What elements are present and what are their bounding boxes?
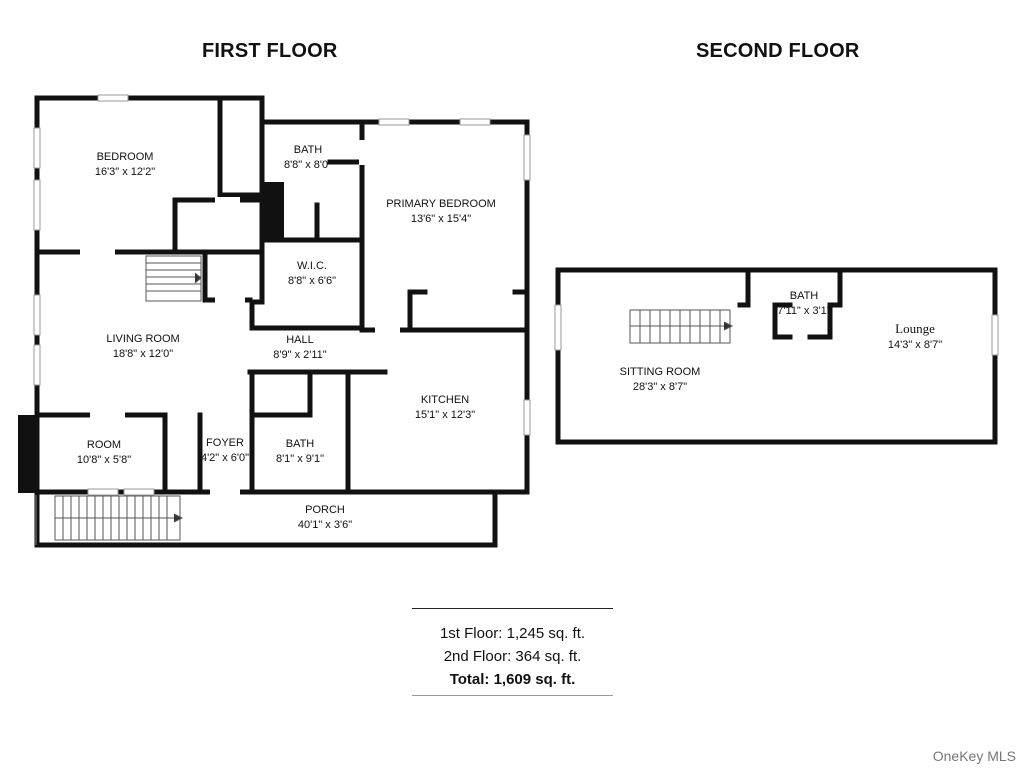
- hall-name: HALL: [286, 334, 314, 346]
- second-floor-stairs: [629, 309, 734, 344]
- area-totals: 1st Floor: 1,245 sq. ft. 2nd Floor: 364 …: [412, 608, 613, 696]
- bath-lower-dim: 8'1" x 9'1": [275, 453, 325, 465]
- foyer-label: FOYER 4'2" x 6'0": [201, 436, 249, 466]
- primary-bedroom-name: PRIMARY BEDROOM: [386, 198, 496, 210]
- wic-dim: 8'8" x 6'6": [287, 275, 337, 287]
- bath-second-dim: 7'11" x 3'1": [777, 305, 831, 317]
- first-floor-stairs: [145, 255, 202, 302]
- second-floor-title: SECOND FLOOR: [696, 40, 860, 62]
- bath-lower-name: BATH: [285, 438, 315, 450]
- windows: [33, 94, 531, 496]
- bedroom-name: BEDROOM: [96, 151, 154, 163]
- living-room-label: LIVING ROOM 18'8" x 12'0": [106, 332, 179, 362]
- room-name: ROOM: [86, 439, 122, 451]
- first-floor-area: 1st Floor: 1,245 sq. ft.: [439, 625, 586, 642]
- hall-dim: 8'9" x 2'11": [273, 349, 327, 361]
- wic-label: W.I.C. 8'8" x 6'6": [288, 259, 336, 289]
- totals-top-rule: [412, 608, 613, 609]
- wic-name: W.I.C.: [297, 260, 327, 272]
- kitchen-name: KITCHEN: [420, 394, 470, 406]
- second-floor-walls: [555, 267, 998, 445]
- room-dim: 10'8" x 5'8": [76, 454, 132, 466]
- sitting-room-label: SITTING ROOM 28'3" x 8'7": [620, 365, 701, 395]
- foyer-dim: 4'2" x 6'0": [200, 452, 250, 464]
- room-label: ROOM 10'8" x 5'8": [77, 438, 131, 468]
- bath-second-name: BATH: [789, 290, 819, 302]
- sitting-room-name: SITTING ROOM: [619, 366, 701, 378]
- bedroom-label: BEDROOM 16'3" x 12'2": [95, 150, 155, 180]
- bedroom-dim: 16'3" x 12'2": [94, 166, 156, 178]
- second-floor-windows: [554, 304, 999, 356]
- lounge-dim: 14'3" x 8'7": [887, 339, 943, 351]
- primary-bedroom-label: PRIMARY BEDROOM 13'6" x 15'4": [386, 197, 496, 227]
- doorways: [80, 140, 400, 495]
- first-floor-title: FIRST FLOOR: [202, 40, 338, 62]
- bath-lower-label: BATH 8'1" x 9'1": [276, 437, 324, 467]
- chimney-block-left: [18, 415, 37, 493]
- chimney-block: [262, 182, 284, 240]
- kitchen-label: KITCHEN 15'1" x 12'3": [415, 393, 475, 423]
- living-room-dim: 18'8" x 12'0": [112, 348, 174, 360]
- watermark: OneKey MLS: [932, 748, 1016, 764]
- porch-stairs: [54, 495, 184, 541]
- second-floor-area: 2nd Floor: 364 sq. ft.: [443, 648, 582, 665]
- bath-upper-name: BATH: [293, 144, 323, 156]
- sitting-room-dim: 28'3" x 8'7": [632, 381, 688, 393]
- primary-bedroom-dim: 13'6" x 15'4": [410, 213, 472, 225]
- totals-bottom-rule: [412, 695, 613, 696]
- living-room-name: LIVING ROOM: [106, 333, 180, 345]
- foyer-name: FOYER: [206, 437, 244, 449]
- total-area: Total: 1,609 sq. ft.: [449, 671, 576, 688]
- bath-upper-dim: 8'8" x 8'0": [283, 159, 333, 171]
- bath-second-label: BATH 7'11" x 3'1": [777, 289, 830, 319]
- porch-name: PORCH: [305, 504, 345, 516]
- kitchen-dim: 15'1" x 12'3": [414, 409, 476, 421]
- bath-upper-label: BATH 8'8" x 8'0": [284, 143, 332, 173]
- lounge-label: Lounge 14'3" x 8'7": [888, 321, 942, 353]
- porch-label: PORCH 40'1" x 3'6": [298, 503, 352, 533]
- hall-label: HALL 8'9" x 2'11": [273, 333, 326, 363]
- porch-dim: 40'1" x 3'6": [297, 519, 353, 531]
- lounge-name: Lounge: [895, 321, 935, 336]
